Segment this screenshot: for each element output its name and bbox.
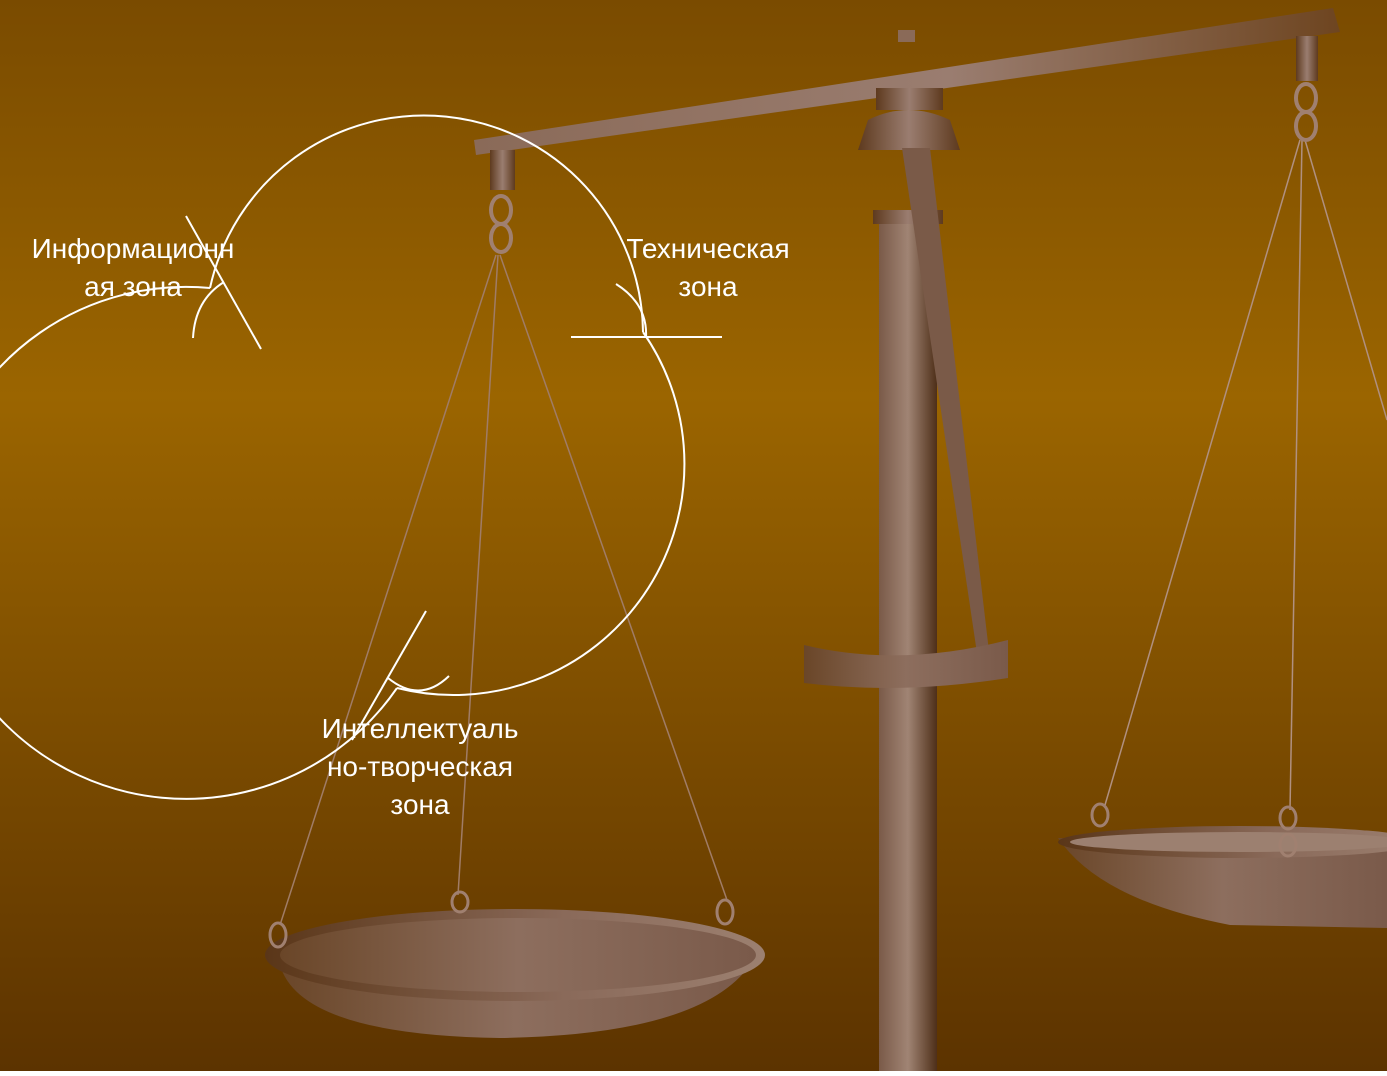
intellectual-zone-label: Интеллектуаль но-творческая зона (290, 710, 550, 824)
right-hook-mount (1296, 36, 1318, 81)
left-hook-mount (490, 150, 515, 190)
balance-pole (879, 215, 937, 1071)
information-zone-label: Информационн ая зона (8, 230, 258, 306)
technical-zone-label: Техническая зона (598, 230, 818, 306)
